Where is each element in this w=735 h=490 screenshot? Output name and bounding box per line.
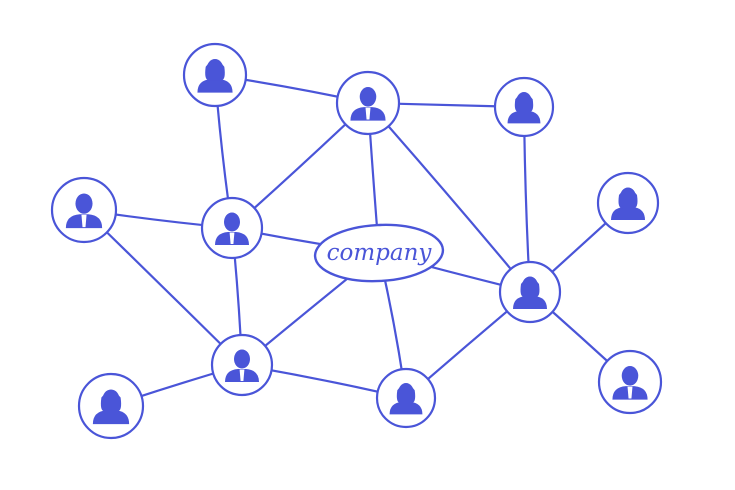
man-avatar-icon	[350, 86, 386, 121]
woman-avatar-icon	[389, 383, 423, 415]
company-node: company	[313, 223, 445, 283]
person-node-inner-left	[200, 196, 264, 260]
woman-avatar-icon	[507, 92, 541, 124]
person-node-top-right	[493, 76, 555, 138]
man-avatar-icon	[225, 349, 259, 382]
company-label: company	[327, 240, 433, 266]
woman-avatar-icon	[611, 187, 645, 220]
people-nodes-layer	[50, 42, 663, 440]
man-avatar-icon	[612, 365, 648, 400]
person-node-far-right-upper	[596, 171, 660, 235]
person-node-bottom-far-left	[77, 372, 145, 440]
woman-avatar-icon	[197, 58, 233, 93]
person-node-top-left	[182, 42, 248, 108]
woman-avatar-icon	[513, 276, 547, 309]
person-node-top-center	[335, 70, 401, 136]
person-node-far-left	[50, 176, 118, 244]
person-node-bottom-center	[375, 367, 437, 429]
person-node-right-hub	[498, 260, 562, 324]
person-node-bottom-left-mid	[210, 333, 274, 397]
man-avatar-icon	[65, 193, 103, 229]
man-avatar-icon	[215, 212, 249, 245]
company-ellipse	[313, 223, 445, 283]
person-node-far-right-lower	[597, 349, 663, 415]
woman-avatar-icon	[92, 389, 130, 425]
